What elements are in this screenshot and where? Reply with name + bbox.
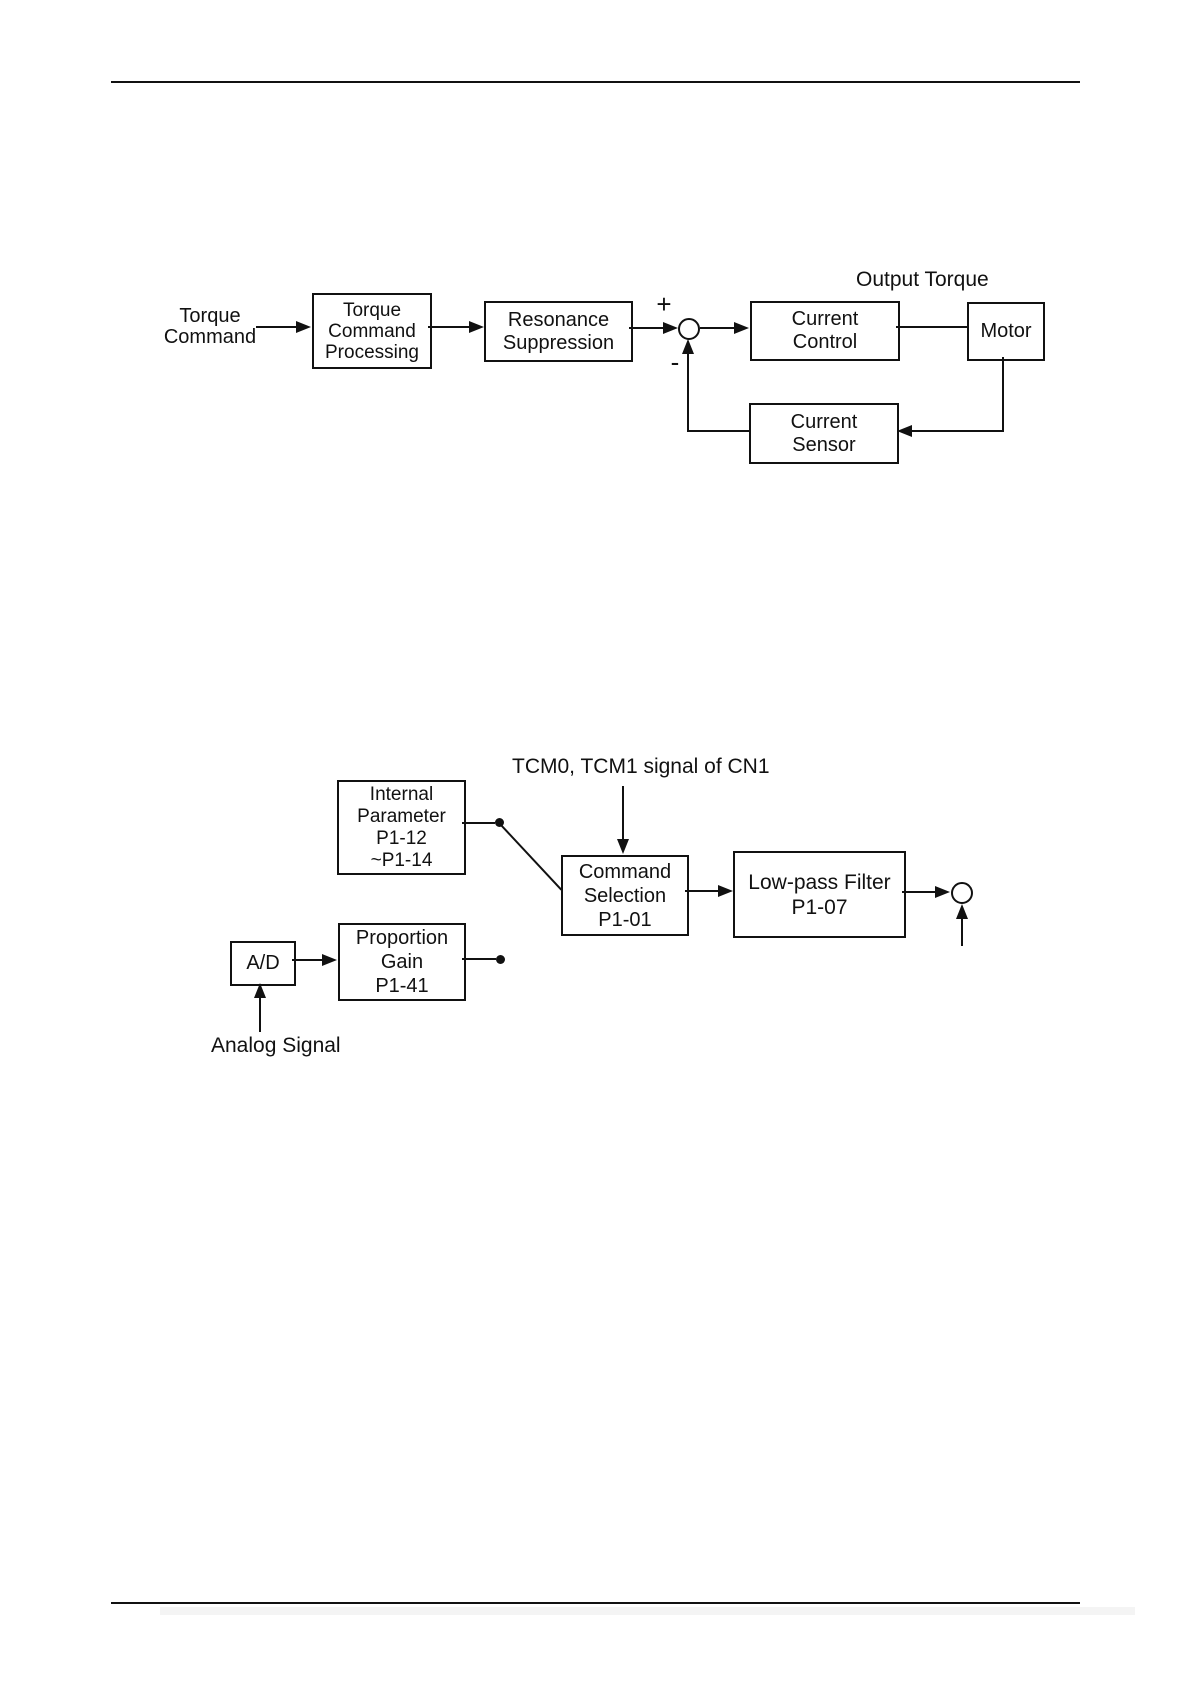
torque-command-label: Torque Command [163,305,257,348]
connector-line [961,917,963,946]
switch-contact-dot [496,955,505,964]
arrowhead-right-icon [296,321,311,333]
block-motor: Motor [967,302,1045,361]
connector-line [428,326,470,328]
selector-switch-line [499,823,563,891]
block-torque-command-processing: Torque Command Processing [312,293,432,369]
block-current-sensor: Current Sensor [749,403,899,464]
tcm-signal-label: TCM0, TCM1 signal of CN1 [512,755,770,778]
connector-line [462,958,496,960]
feedback-line [1002,357,1004,431]
scan-shadow [160,1607,1135,1615]
arrowhead-up-icon [682,339,694,354]
sum-minus-sign: - [670,347,680,377]
arrowhead-right-icon [322,954,337,966]
block-ad-converter: A/D [230,941,296,986]
block-command-selection: Command Selection P1-01 [561,855,689,936]
block-current-control: Current Control [750,301,900,361]
arrowhead-left-icon [897,425,912,437]
connector-line [292,959,323,961]
arrowhead-up-icon [254,983,266,998]
feedback-line [911,430,1004,432]
block-internal-parameter: Internal Parameter P1-12 ~P1-14 [337,780,466,875]
connector-line [685,890,719,892]
connector-line [622,786,624,839]
sum-plus-sign: + [656,289,672,319]
feedback-line [687,352,689,432]
connector-line [896,326,967,328]
connector-line [629,327,664,329]
arrowhead-right-icon [469,321,484,333]
top-rule [111,81,1080,83]
arrowhead-right-icon [734,322,749,334]
analog-signal-label: Analog Signal [211,1034,341,1057]
arrowhead-down-icon [617,839,629,854]
connector-line [256,326,298,328]
block-resonance-suppression: Resonance Suppression [484,301,633,362]
summing-junction [951,882,973,904]
output-torque-label: Output Torque [856,268,989,291]
connector-line [462,822,495,824]
connector-line [700,327,735,329]
bottom-rule [111,1602,1080,1604]
arrowhead-up-icon [956,904,968,919]
block-low-pass-filter: Low-pass Filter P1-07 [733,851,906,938]
block-proportion-gain: Proportion Gain P1-41 [338,923,466,1001]
arrowhead-right-icon [718,885,733,897]
summing-junction [678,318,700,340]
arrowhead-right-icon [935,886,950,898]
switch-contact-dot [495,818,504,827]
connector-line [259,997,261,1032]
arrowhead-right-icon [663,322,678,334]
connector-line [902,891,936,893]
feedback-line [687,430,749,432]
